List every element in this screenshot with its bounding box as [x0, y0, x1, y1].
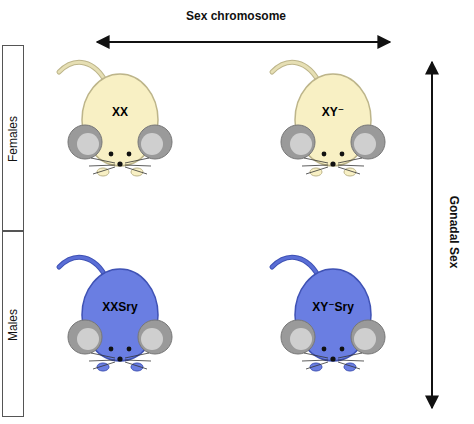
genotype-label: XXSry: [102, 300, 137, 314]
genotype-label: XX: [112, 105, 128, 119]
mouse-node: XY⁻Sry: [268, 245, 398, 375]
group-label: Females: [6, 116, 20, 162]
vertical-arrow: [431, 62, 433, 408]
genotype-label: XY⁻: [322, 105, 344, 119]
genotype-label: XY⁻Sry: [312, 300, 354, 314]
axis-label: Gonadal Sex: [447, 194, 461, 271]
mouse-node: XY⁻: [268, 50, 398, 180]
sex-band: Males: [2, 231, 24, 417]
group-label: Males: [6, 309, 20, 341]
mouse-node: XX: [55, 50, 185, 180]
axis-label: Sex chromosome: [184, 9, 288, 23]
mouse-node: XXSry: [55, 245, 185, 375]
sex-band: Females: [2, 45, 24, 231]
horizontal-arrow: [97, 41, 390, 43]
